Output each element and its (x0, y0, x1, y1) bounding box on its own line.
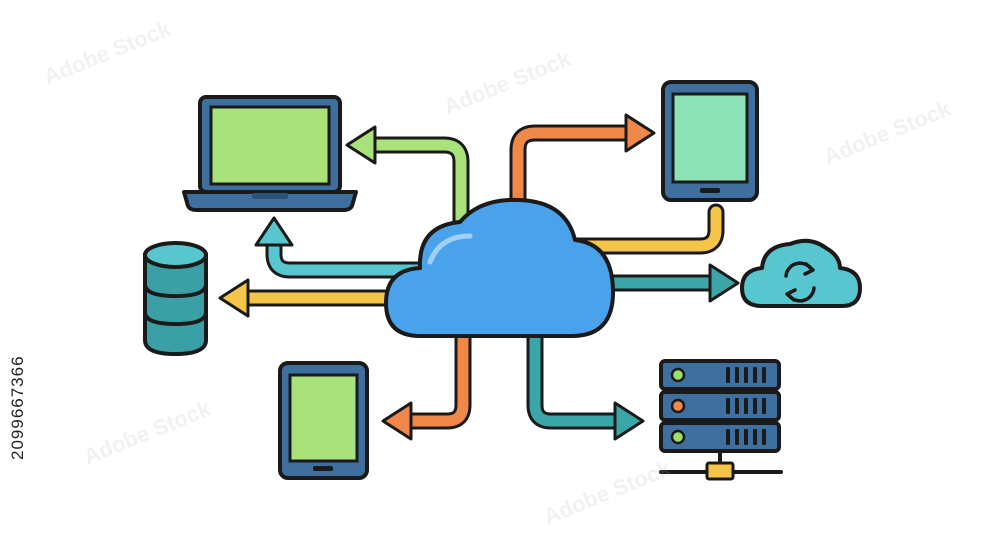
tablet-icon-top-right (661, 80, 759, 202)
laptop-icon (182, 95, 358, 212)
arrow-to-top-tablet (509, 113, 656, 214)
database-icon (143, 241, 208, 357)
link-tablet-to-cloud (551, 203, 725, 255)
network-connector (705, 461, 735, 481)
arrow-up-to-laptop (254, 216, 429, 279)
arrow-to-bottom-tablet (381, 321, 472, 441)
server-status-led (670, 367, 686, 383)
central-cloud-icon (384, 197, 616, 338)
tablet-icon-bottom-left (278, 361, 369, 480)
server-icon (659, 359, 783, 481)
cloud-sync-icon (740, 238, 862, 308)
connector-arrows (218, 113, 740, 441)
arrow-to-server (526, 321, 645, 441)
arrow-to-database (218, 278, 414, 318)
arrow-to-laptop (345, 125, 470, 241)
server-status-led (670, 429, 686, 445)
stock-image-id: 2099667366 (8, 355, 27, 460)
server-status-led (670, 398, 686, 414)
